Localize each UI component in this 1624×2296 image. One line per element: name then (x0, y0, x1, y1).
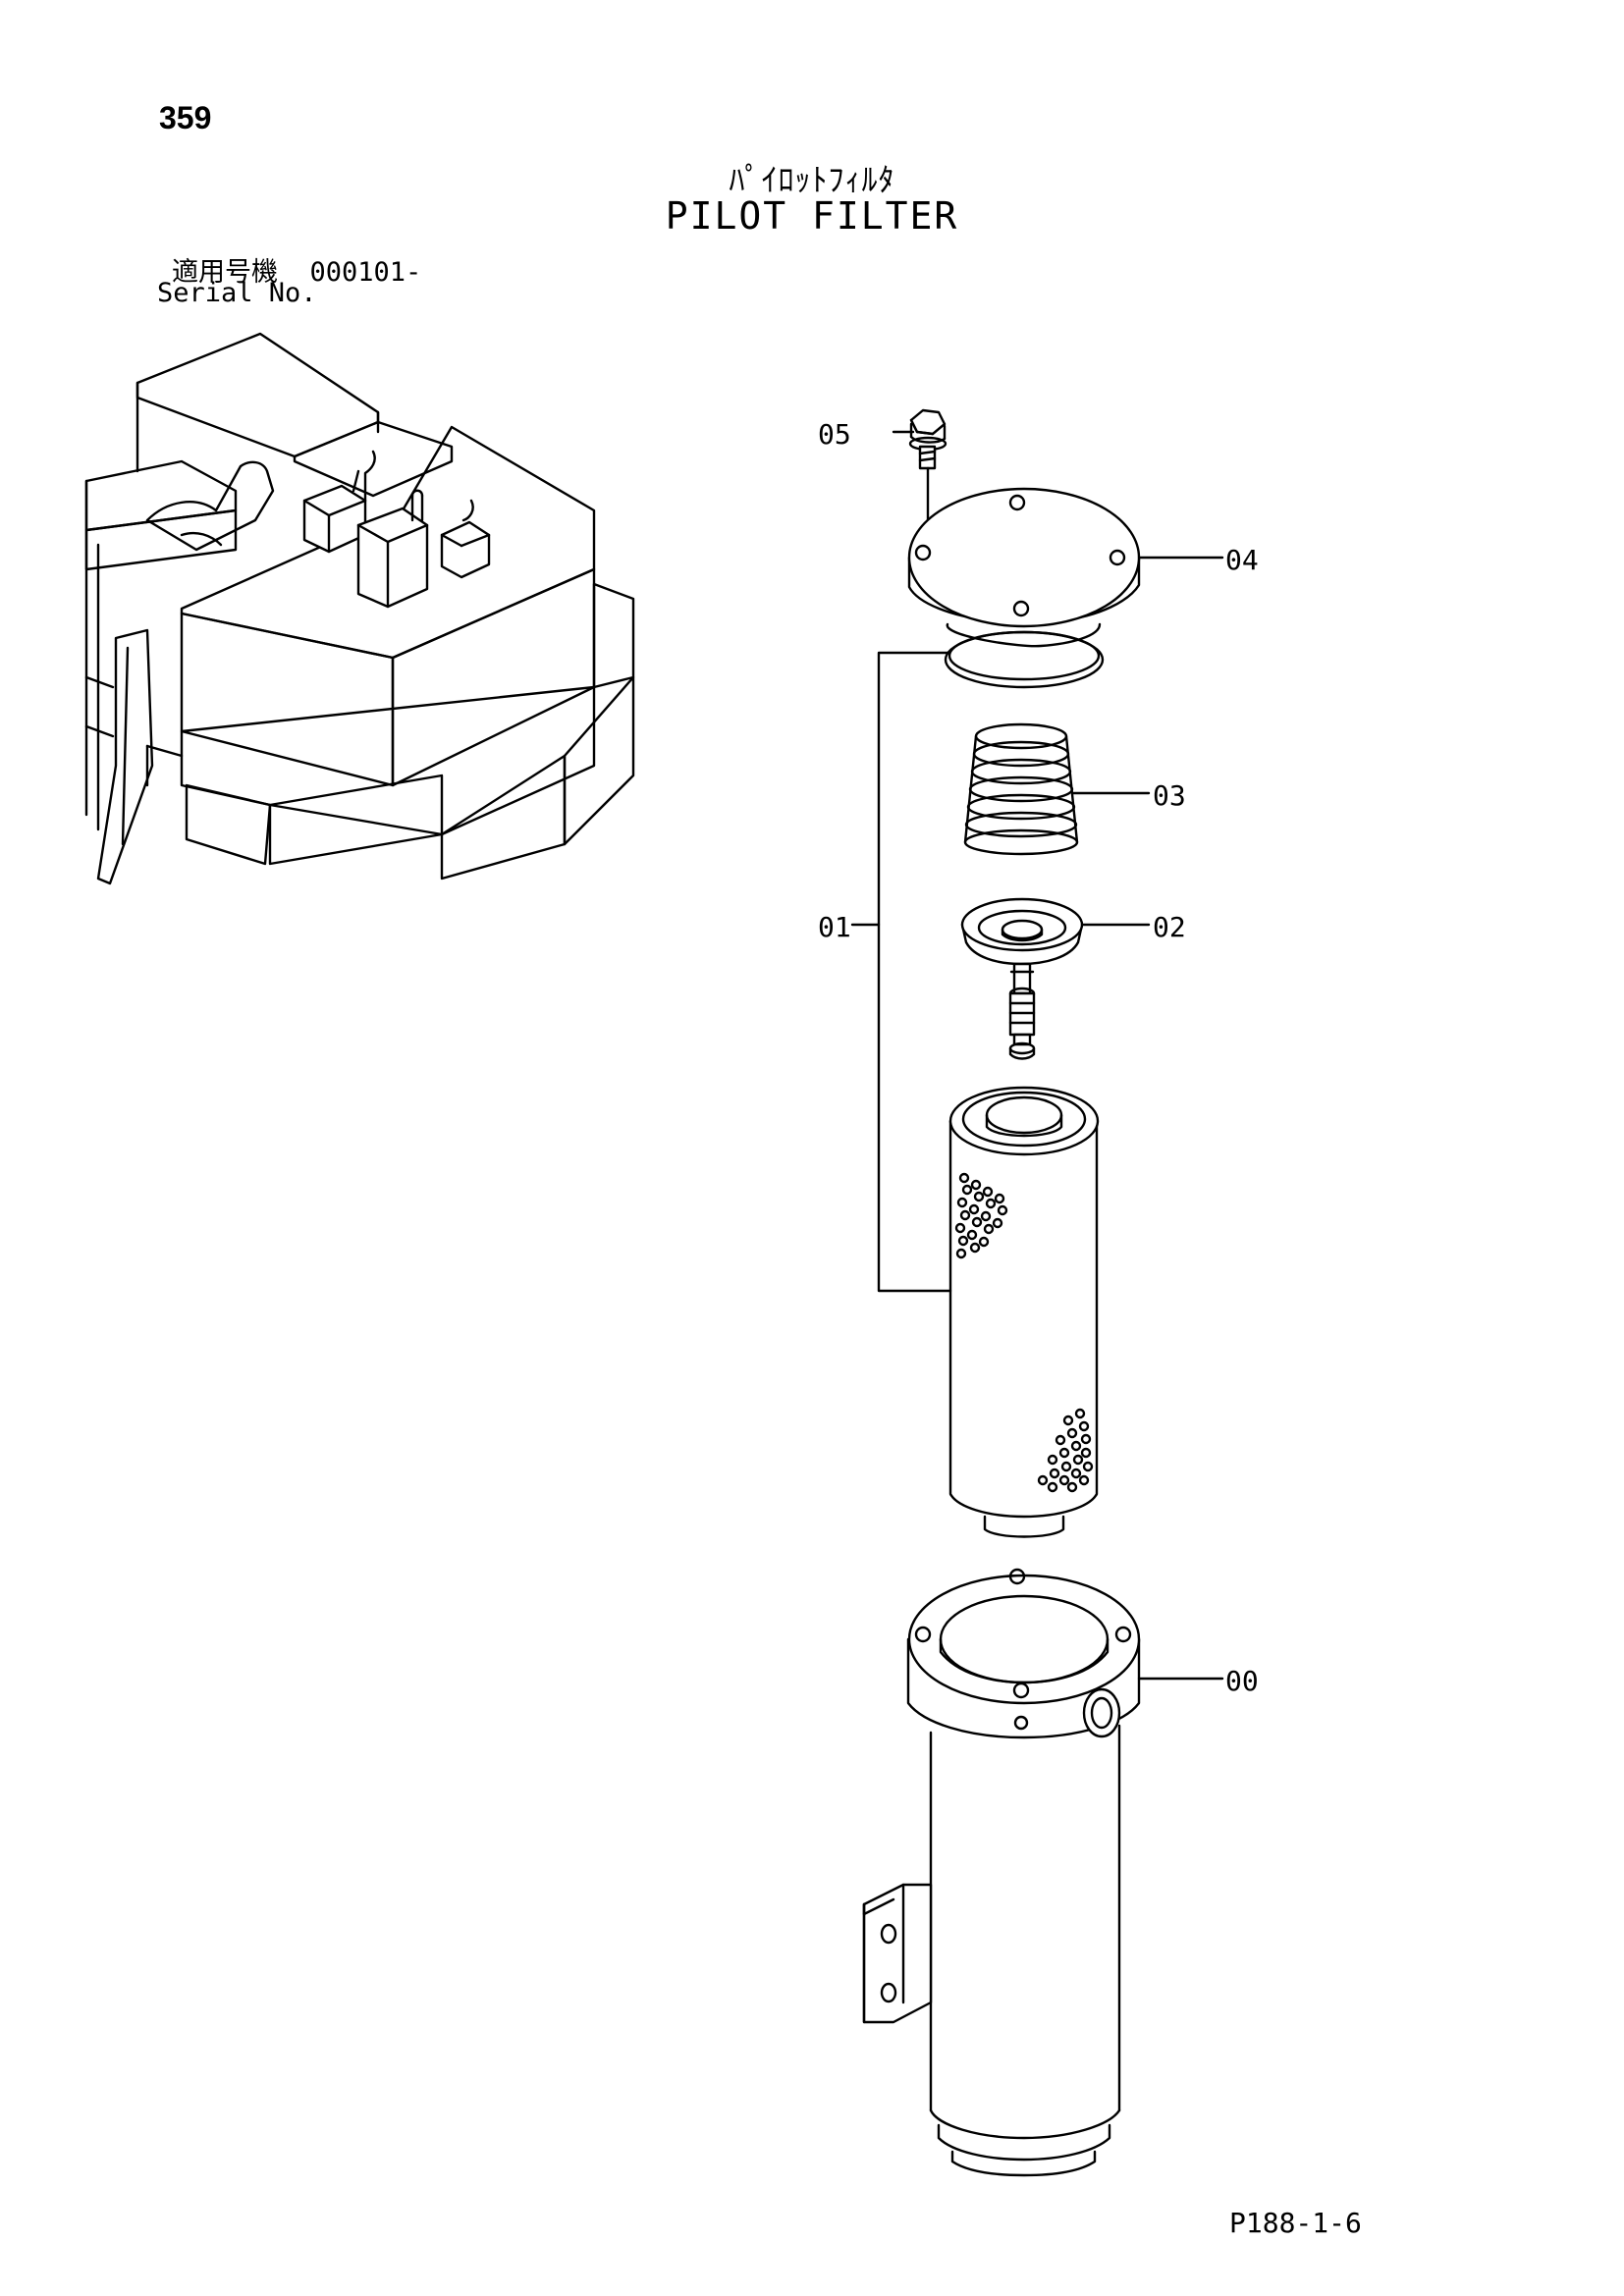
callout-00: 00 (1225, 1665, 1259, 1697)
serial-label: Serial No. (157, 278, 317, 308)
spring-03 (963, 722, 1079, 856)
serial-value: 000101- (309, 257, 422, 288)
page-title-japanese: ﾊﾟｲﾛｯﾄﾌｨﾙﾀ (729, 161, 895, 198)
serial-applicability: 適用号機 000101- (172, 250, 421, 289)
filter-element (948, 1086, 1100, 1538)
valve-02 (960, 897, 1084, 1060)
callout-03: 03 (1153, 779, 1186, 812)
bolt-05 (908, 408, 947, 547)
cover-04 (907, 487, 1141, 648)
callout-04: 04 (1225, 544, 1259, 576)
callout-01: 01 (818, 911, 851, 943)
callout-05: 05 (818, 418, 851, 451)
serial-label-japanese: 適用号機 (172, 257, 278, 288)
bracket-01 (877, 651, 952, 1293)
callout-02: 02 (1153, 911, 1186, 943)
o-ring (944, 630, 1105, 689)
page-number: 359 (159, 100, 212, 135)
housing-00 (862, 1568, 1141, 2177)
page-title: PILOT FILTER (665, 194, 959, 238)
machine-location-view (84, 332, 635, 885)
drawing-code: P188-1-6 (1229, 2207, 1362, 2239)
